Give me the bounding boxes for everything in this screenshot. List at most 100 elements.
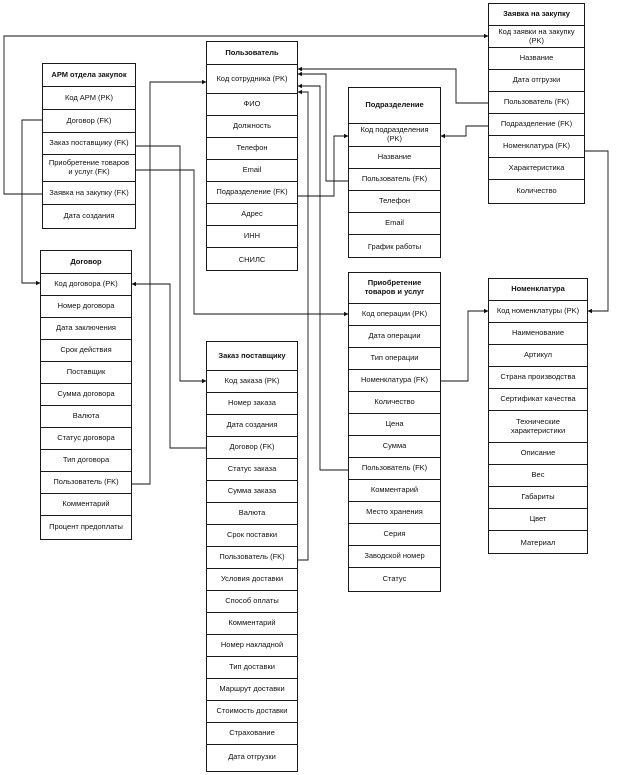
field-order-created: Дата создания — [207, 415, 297, 437]
field-user-position: Должность — [207, 116, 297, 138]
link-purchase-nomenclature — [441, 308, 489, 382]
field-purchase-series: Серия — [349, 524, 440, 546]
field-contract-currency: Валюта — [41, 406, 131, 428]
field-order-payment-method: Способ оплаты — [207, 591, 297, 613]
entity-title: Номенклатура — [489, 279, 587, 301]
entity-supplier-order: Заказ поставщику Код заказа (PK) Номер з… — [206, 341, 298, 772]
field-contract-term: Срок действия — [41, 340, 131, 362]
field-user-address: Адрес — [207, 204, 297, 226]
field-order-insurance: Страхование — [207, 723, 297, 745]
field-purchase-storage: Место хранения — [349, 502, 440, 524]
entity-title: Пользователь — [207, 42, 297, 65]
field-contract-amount: Сумма договора — [41, 384, 131, 406]
entity-title: Заказ поставщику — [207, 342, 297, 371]
field-contract-status: Статус договора — [41, 428, 131, 450]
field-user-id: Код сотрудника (PK) — [207, 65, 297, 94]
field-purchase-id: Код операции (PK) — [349, 304, 440, 326]
field-nomenclature-description: Описание — [489, 443, 587, 465]
field-contract-type: Тип договора — [41, 450, 131, 472]
entity-purchase-request: Заявка на закупку Код заявки на закупку … — [488, 3, 585, 204]
field-arm-contract: Договор (FK) — [43, 110, 135, 133]
field-order-amount: Сумма заказа — [207, 481, 297, 503]
field-order-ship-date: Дата отгрузки — [228, 751, 276, 761]
field-purchase-user: Пользователь (FK) — [349, 458, 440, 480]
field-purchase-sum: Сумма — [349, 436, 440, 458]
field-purchase-type: Тип операции — [349, 348, 440, 370]
entity-contract: Договор Код договора (PK) Номер договора… — [40, 250, 132, 540]
field-user-inn: ИНН — [207, 226, 297, 248]
field-order-user: Пользователь (FK) — [207, 547, 297, 569]
entity-arm: АРМ отдела закупок Код АРМ (PK) Договор … — [42, 63, 136, 229]
field-request-ship-date: Дата отгрузки — [489, 70, 584, 92]
field-dept-name: Название — [349, 147, 440, 169]
entity-title: АРМ отдела закупок — [43, 64, 135, 87]
field-dept-id: Код подразделения (PK) — [349, 124, 440, 147]
field-purchase-comment: Комментарий — [349, 480, 440, 502]
field-order-currency: Валюта — [207, 503, 297, 525]
field-contract-supplier: Поставщик — [41, 362, 131, 384]
field-purchase-status: Статус — [382, 574, 407, 584]
field-request-user: Пользователь (FK) — [489, 92, 584, 114]
field-dept-phone: Телефон — [349, 191, 440, 213]
field-request-dept: Подразделение (FK) — [489, 114, 584, 136]
field-user-name: ФИО — [207, 94, 297, 116]
field-contract-user: Пользователь (FK) — [41, 472, 131, 494]
field-request-nomenclature: Номенклатура (FK) — [489, 136, 584, 158]
link-arm-contract — [21, 119, 42, 286]
field-nomenclature-certificate: Сертификат качества — [489, 389, 587, 411]
field-nomenclature-id: Код номенклатуры (PK) — [489, 301, 587, 323]
field-contract-id: Код договора (PK) — [41, 274, 131, 296]
field-order-delivery-cost: Стоимость доставки — [207, 701, 297, 723]
field-order-delivery-route: Маршрут доставки — [207, 679, 297, 701]
field-dept-user: Пользователь (FK) — [349, 169, 440, 191]
link-purchase-user — [297, 83, 348, 471]
field-user-email: Email — [207, 160, 297, 182]
field-nomenclature-material: Материал — [520, 537, 556, 547]
link-request-dept — [440, 125, 488, 139]
entity-goods-purchase: Приобретение товаров и услуг Код операци… — [348, 272, 441, 592]
entity-title: Договор — [41, 251, 131, 274]
field-request-name: Название — [489, 48, 584, 70]
field-order-delivery-terms: Условия доставки — [207, 569, 297, 591]
field-arm-id: Код АРМ (PK) — [43, 87, 135, 110]
entity-title: Подразделение — [349, 88, 440, 124]
field-nomenclature-name: Наименование — [489, 323, 587, 345]
field-order-delivery-type: Тип доставки — [207, 657, 297, 679]
field-request-characteristic: Характеристика — [489, 158, 584, 180]
link-contract-user — [132, 79, 207, 485]
field-nomenclature-country: Страна производства — [489, 367, 587, 389]
link-request-nomenclature — [585, 150, 609, 314]
field-nomenclature-dimensions: Габариты — [489, 487, 587, 509]
field-contract-date: Дата заключения — [41, 318, 131, 340]
field-nomenclature-specs: Технические характеристики — [489, 411, 587, 443]
field-order-id: Код заказа (PK) — [207, 371, 297, 393]
field-arm-purchase: Приобретение товаров и услуг (FK) — [43, 155, 135, 182]
entity-title: Заявка на закупку — [489, 4, 584, 26]
field-user-dept: Подразделение (FK) — [207, 182, 297, 204]
link-dept-user — [297, 71, 348, 182]
field-request-quantity: Количество — [516, 186, 557, 196]
entity-nomenclature: Номенклатура Код номенклатуры (PK) Наиме… — [488, 278, 588, 554]
field-order-invoice-number: Номер накладной — [207, 635, 297, 657]
field-purchase-serial-number: Заводской номер — [349, 546, 440, 568]
link-order-user — [297, 89, 309, 561]
field-contract-comment: Комментарий — [41, 494, 131, 516]
field-arm-order: Заказ поставщику (FK) — [43, 133, 135, 155]
link-order-contract — [131, 281, 206, 449]
field-nomenclature-color: Цвет — [489, 509, 587, 531]
field-contract-number: Номер договора — [41, 296, 131, 318]
field-order-contract: Договор (FK) — [207, 437, 297, 459]
entity-user: Пользователь Код сотрудника (PK) ФИО Дол… — [206, 41, 298, 271]
field-user-phone: Телефон — [207, 138, 297, 160]
field-order-comment: Комментарий — [207, 613, 297, 635]
field-request-id: Код заявки на закупку (PK) — [489, 26, 584, 48]
field-arm-request: Заявка на закупку (FK) — [43, 182, 135, 205]
field-purchase-price: Цена — [349, 414, 440, 436]
entity-department: Подразделение Код подразделения (PK) Наз… — [348, 87, 441, 258]
field-order-status: Статус заказа — [207, 459, 297, 481]
field-purchase-date: Дата операции — [349, 326, 440, 348]
field-order-lead-time: Срок поставки — [207, 525, 297, 547]
field-purchase-nomenclature: Номенклатура (FK) — [349, 370, 440, 392]
field-purchase-quantity: Количество — [349, 392, 440, 414]
field-dept-schedule: График работы — [367, 241, 422, 251]
